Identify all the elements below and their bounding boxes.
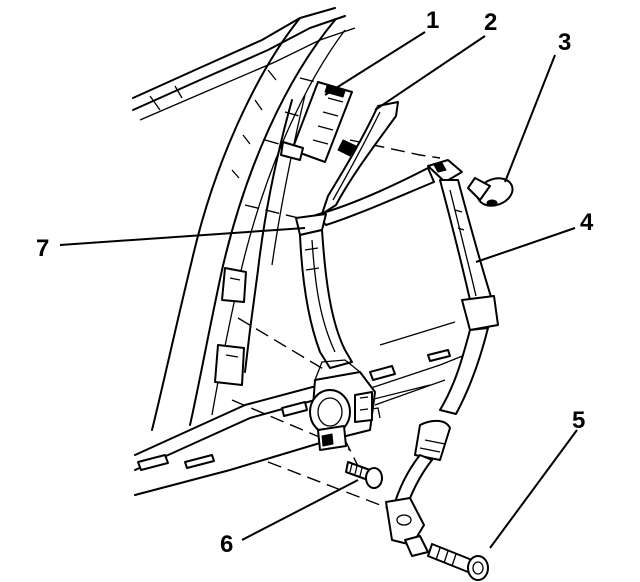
upper-pillar-trim	[321, 101, 399, 215]
callout-labels: 1 2 3 4 5 6 7	[36, 7, 594, 558]
vehicle-body-pillar	[132, 7, 466, 496]
callout-4: 4	[580, 209, 594, 236]
height-adjuster-anchor	[280, 81, 353, 163]
callout-5: 5	[572, 407, 585, 434]
retractor-bolt	[345, 461, 383, 489]
callout-leaders	[59, 31, 578, 549]
retractor-assembly	[309, 359, 376, 451]
guide-loop-cover	[467, 177, 514, 207]
lower-webbing-guide	[295, 213, 353, 369]
anchor-bolt	[427, 543, 489, 581]
seat-belt-webbing	[315, 159, 499, 557]
callout-2: 2	[484, 9, 497, 36]
callout-6: 6	[220, 531, 233, 558]
callout-7: 7	[36, 235, 49, 262]
installation-axes	[231, 77, 441, 523]
callout-1: 1	[426, 7, 439, 34]
callout-3: 3	[558, 29, 571, 56]
